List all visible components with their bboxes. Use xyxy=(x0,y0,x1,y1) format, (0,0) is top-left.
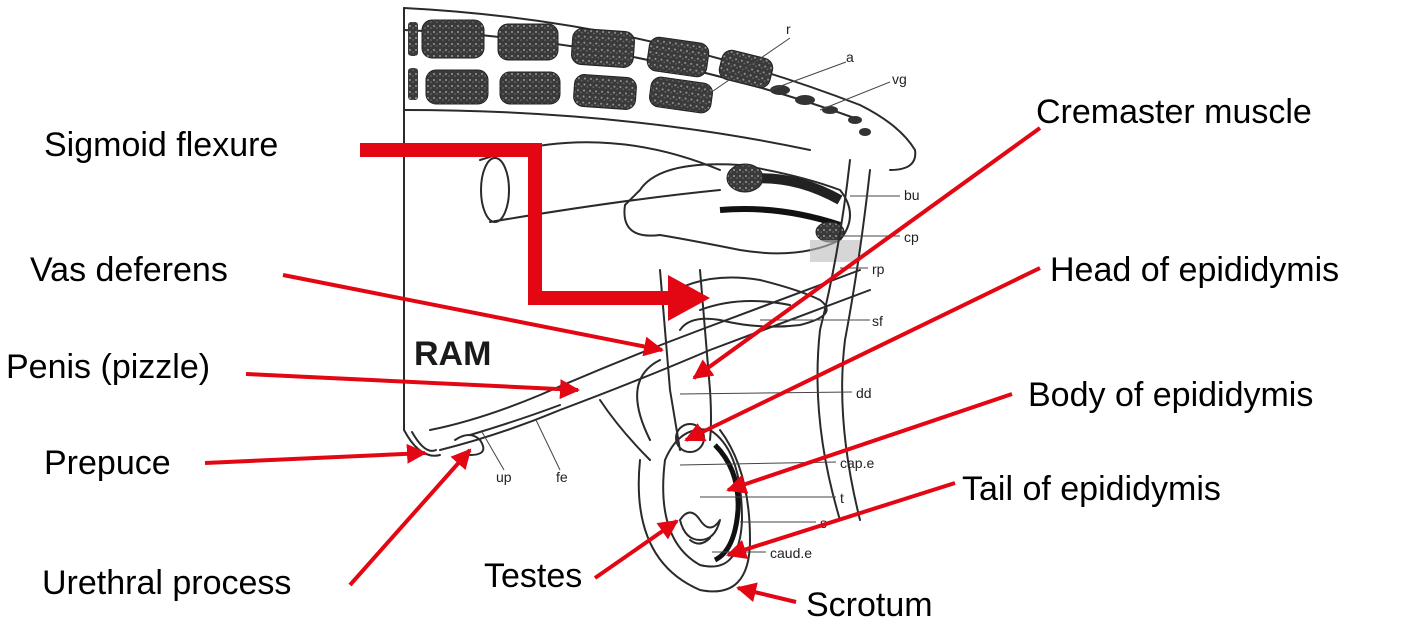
label-cremaster: Cremaster muscle xyxy=(1036,93,1312,131)
label-sigmoid-flexure: Sigmoid flexure xyxy=(44,126,278,164)
label-a: a xyxy=(846,49,854,65)
label-penis: Penis (pizzle) xyxy=(6,348,210,386)
prepuce-arrow xyxy=(204,443,427,465)
penis-arrow xyxy=(245,372,580,400)
label-bu: bu xyxy=(904,187,920,203)
label-fe: fe xyxy=(556,469,568,485)
cremaster-arrow xyxy=(692,126,1042,380)
label-dd: dd xyxy=(856,385,872,401)
label-scrotum: Scrotum xyxy=(806,586,933,624)
label-up: up xyxy=(496,469,512,485)
pointer-arrows xyxy=(204,126,1042,604)
label-rp: rp xyxy=(872,261,885,277)
sigmoid-flexure-arrow xyxy=(360,143,675,305)
testes-arrow xyxy=(593,519,679,580)
label-sf: sf xyxy=(872,313,883,329)
tail-epididymis-arrow xyxy=(726,481,956,560)
label-cap-e: cap.e xyxy=(840,455,874,471)
figure-label-ram: RAM xyxy=(414,335,491,373)
vertebrae-lower xyxy=(408,68,713,114)
label-vas-deferens: Vas deferens xyxy=(30,251,228,289)
label-body-epididymis: Body of epididymis xyxy=(1028,376,1313,414)
vertebrae-upper xyxy=(408,19,774,89)
label-testes: Testes xyxy=(484,557,582,595)
label-r: r xyxy=(786,21,791,37)
body-epididymis-arrow xyxy=(726,392,1013,494)
label-tail-epididymis: Tail of epididymis xyxy=(962,470,1221,508)
label-cp: cp xyxy=(904,229,919,245)
head-epididymis-arrow xyxy=(684,266,1041,442)
label-caud-e: caud.e xyxy=(770,545,812,561)
label-prepuce: Prepuce xyxy=(44,444,171,482)
sigmoid-flexure-arrowhead xyxy=(668,275,710,321)
label-urethral-process: Urethral process xyxy=(42,564,291,602)
urethral-process-arrow xyxy=(348,448,472,587)
main-labels: Sigmoid flexure Vas deferens Penis (pizz… xyxy=(6,93,1339,624)
label-vg: vg xyxy=(892,71,907,87)
label-head-epididymis: Head of epididymis xyxy=(1050,251,1339,289)
scrotum-arrow xyxy=(736,582,797,604)
small-labels: r a vg bu cp rp sf dd cap.e t s caud.e u… xyxy=(481,21,920,561)
vas-deferens-arrow xyxy=(282,273,664,357)
label-t: t xyxy=(840,490,844,506)
